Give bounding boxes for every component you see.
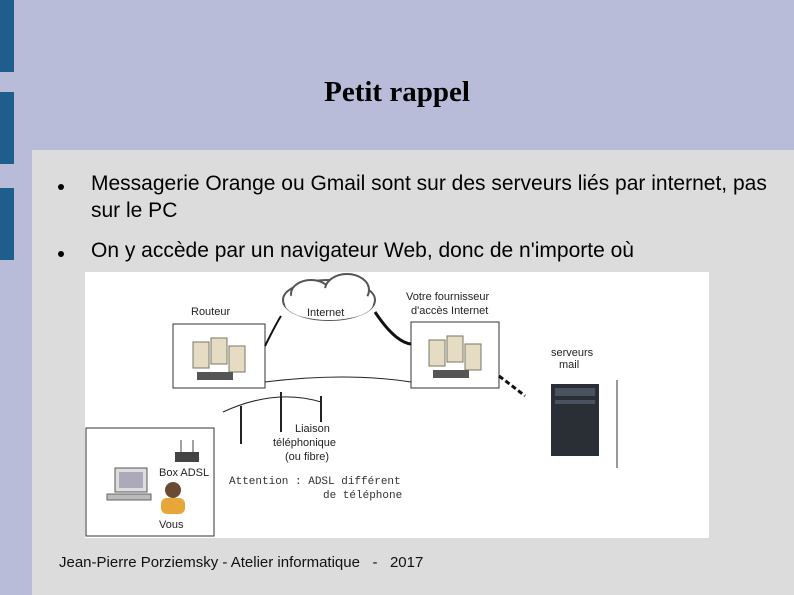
network-diagram-svg: Routeur Internet Votre fournisseur d'acc… (85, 273, 618, 537)
mail-label-1: serveurs (551, 347, 594, 359)
computer-icon (106, 467, 152, 501)
you-label: Vous (159, 519, 184, 531)
bullet-text-1: Messagerie Orange ou Gmail sont sur des … (91, 172, 767, 222)
isp-label-1: Votre fournisseur (406, 291, 489, 303)
bullet-text-2: On y accède par un navigateur Web, donc … (91, 239, 634, 262)
internet-isp-link (373, 311, 412, 346)
router-label: Routeur (191, 306, 230, 318)
user-icon (161, 482, 185, 514)
accent-bar-1 (0, 0, 14, 72)
isp-server-icon (428, 335, 482, 378)
isp-mail-link (498, 374, 526, 398)
mail-server-icon (551, 384, 599, 456)
warning-line-2: de téléphone (323, 490, 402, 502)
warning-line-1: Attention : ADSL différent (229, 476, 401, 488)
isp-label-2: d'accès Internet (411, 305, 488, 317)
accent-bar-3 (0, 188, 14, 260)
phone-line-label-2: téléphonique (273, 437, 336, 449)
internet-cloud-icon (282, 273, 376, 321)
router-internet-link (264, 315, 282, 347)
home-frame (85, 427, 215, 537)
telephone-pole-icons (222, 376, 412, 444)
slide-title: Petit rappel (324, 76, 470, 108)
mail-label-2: mail (559, 359, 579, 371)
adsl-box-icon (175, 440, 199, 462)
internet-label: Internet (307, 307, 344, 319)
accent-bar-2 (0, 92, 14, 164)
router-server-icon (192, 337, 246, 380)
phone-line-label-1: Liaison (295, 423, 330, 435)
bullet-dot-1 (58, 184, 64, 190)
box-label: Box ADSL (159, 467, 209, 479)
network-diagram: Routeur Internet Votre fournisseur d'acc… (85, 272, 709, 538)
slide-footer: Jean-Pierre Porziemsky - Atelier informa… (59, 554, 424, 571)
bullet-dot-2 (58, 251, 64, 257)
phone-line-label-3: (ou fibre) (285, 451, 329, 463)
